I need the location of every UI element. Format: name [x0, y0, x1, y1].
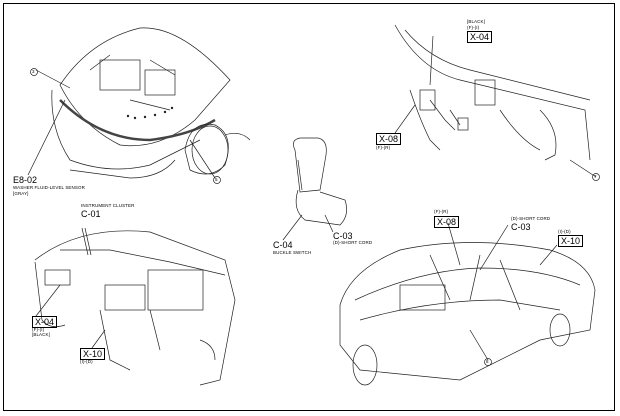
leader-line: [189, 139, 216, 179]
connector-pins: (I)-(D): [558, 229, 571, 234]
dashboard-right-illustration: [394, 24, 591, 161]
connector-description: WASHER FLUID-LEVEL SENSOR: [13, 185, 85, 190]
connector-pins: (F)-(I): [467, 25, 480, 30]
connector-description: (D)-SHORT CORD: [333, 240, 373, 245]
leader-line: [429, 35, 434, 86]
leader-line: [447, 222, 461, 266]
leader-line: [35, 69, 71, 89]
callout-circle: [484, 358, 492, 366]
diagram-frame: [3, 3, 615, 411]
dashboard-left-illustration: [34, 230, 236, 386]
leader-line: [539, 244, 558, 266]
connector-pins: (F)-(R): [376, 145, 391, 150]
leader-line: [81, 227, 89, 256]
connector-code: C-04: [273, 240, 293, 250]
connector-description: (D)-SHORT CORD: [511, 216, 551, 221]
connector-code: E8-02: [13, 175, 38, 185]
leader-line: [27, 99, 66, 176]
connector-description: BUCKLE SWITCH: [273, 250, 312, 255]
callout-number: 7: [594, 174, 597, 179]
leader-line: [324, 214, 334, 233]
connector-code: C-01: [81, 209, 101, 219]
connector-code: C-03: [511, 222, 531, 232]
connector-color: [BLACK]: [32, 332, 50, 337]
leader-line: [569, 159, 597, 178]
connector-description: INSTRUMENT CLUSTER: [81, 203, 135, 208]
leader-line: [91, 329, 106, 349]
seat-illustration: [293, 137, 347, 226]
connector-color: [GRAY]: [13, 191, 29, 196]
connector-color: [BLACK]: [467, 19, 485, 24]
connector-code: C-03: [333, 231, 353, 241]
callout-number: 8: [486, 359, 489, 364]
connector-code-box: X-04: [467, 31, 493, 43]
engine-bay-illustration: [51, 27, 251, 179]
leader-line: [479, 224, 509, 271]
leader-line: [469, 329, 489, 361]
callout-number: 3: [32, 69, 35, 74]
leader-line: [394, 104, 416, 134]
connector-code-box: X-10: [80, 348, 106, 360]
callout-circle: [592, 173, 600, 181]
leader-line: [84, 227, 92, 256]
connector-code-box: X-10: [558, 235, 584, 247]
leader-line: [282, 214, 303, 241]
connector-pins: (F)-(R): [434, 209, 449, 214]
connector-code-box: X-08: [434, 216, 460, 228]
callout-number: 5: [215, 177, 218, 182]
callout-circle: [213, 176, 221, 184]
leader-line: [35, 284, 61, 317]
cabin-car-illustration: [339, 242, 596, 386]
connector-code-box: X-08: [376, 133, 402, 145]
connector-pins: (I)-(D): [80, 359, 93, 364]
callout-circle: [30, 68, 38, 76]
connector-code-box: X-04: [32, 316, 58, 328]
connector-pins: (F)-(I): [32, 327, 45, 332]
